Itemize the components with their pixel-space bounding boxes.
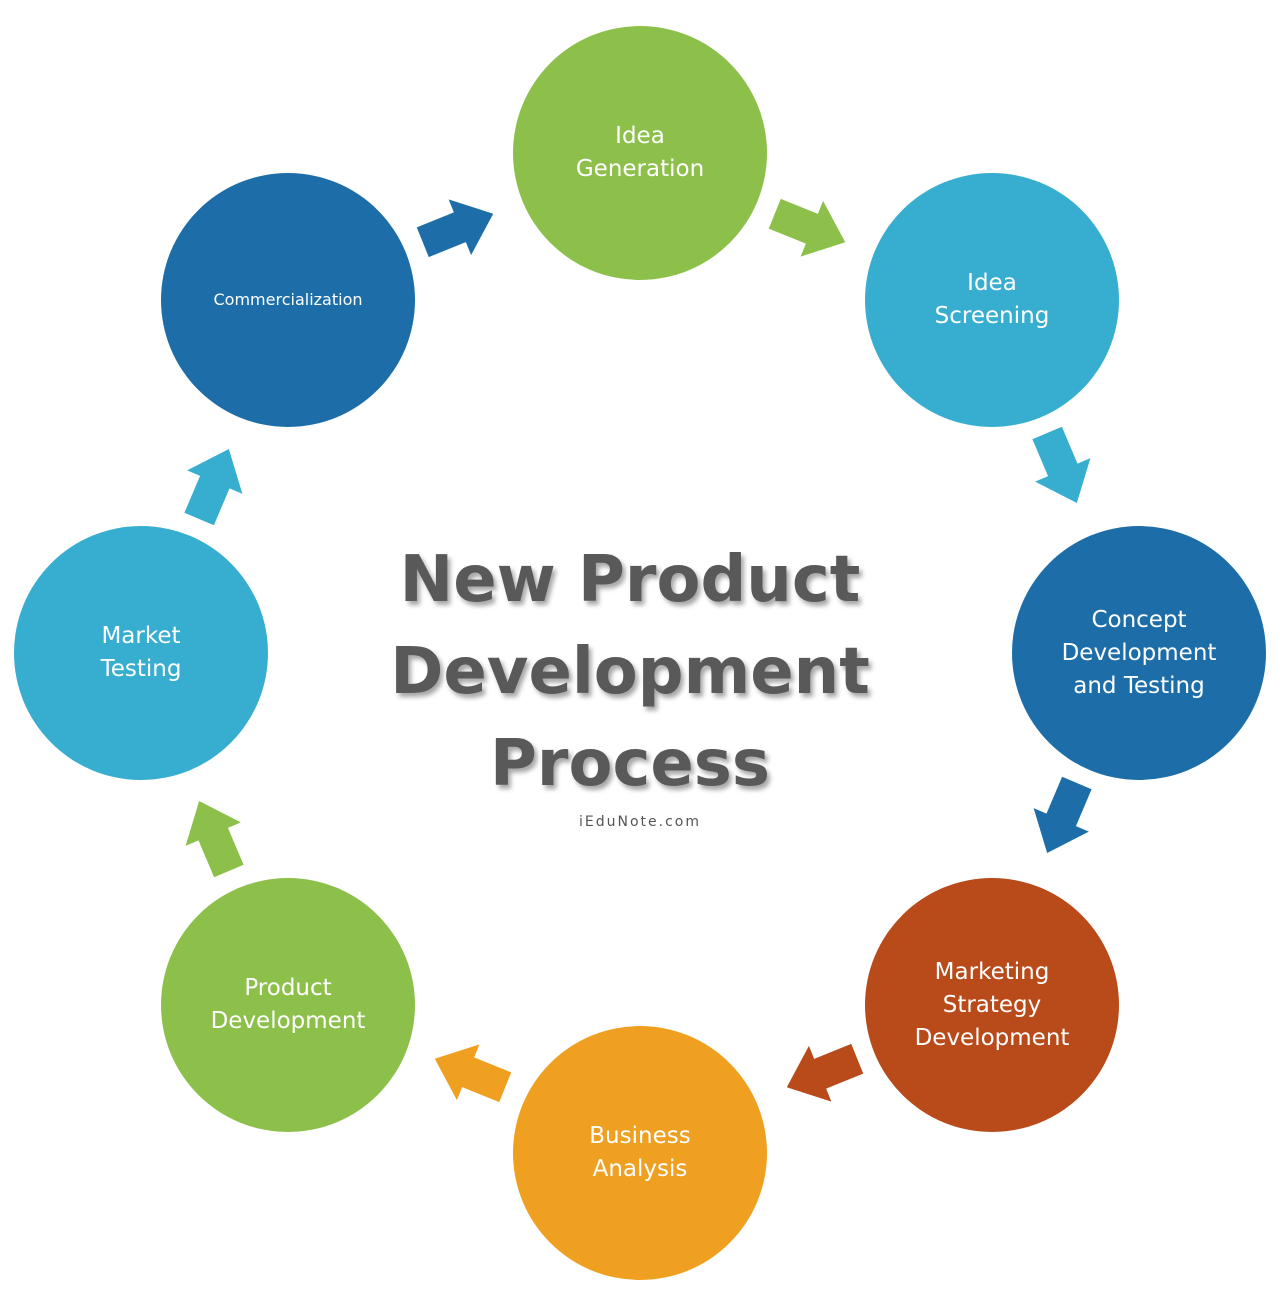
step-market-testing: Market Testing [14,526,268,780]
arrow-shape [1033,776,1092,853]
arrow-left-icon [776,1031,869,1115]
step-product-development: Product Development [161,878,415,1132]
step-label: Idea Generation [575,123,705,182]
step-label: Product Development [210,975,366,1034]
arrow-shape [434,1044,512,1103]
arrow-shape [416,199,494,258]
diagram-title: New Product Development Process [390,543,870,801]
step-concept-development-and-testing: Concept Development and Testing [1012,526,1266,780]
step-idea-screening: Idea Screening [865,173,1119,427]
step-idea-generation: Idea Generation [513,26,767,280]
watermark-text: iEduNote.com [579,814,701,830]
arrow-down-icon [1020,421,1105,514]
arrow-shape [768,198,846,257]
arrow-left-icon [424,1031,517,1115]
arrow-right-icon [412,186,505,270]
arrow-shape [1032,426,1091,503]
step-label: Business Analysis [589,1123,691,1182]
step-business-analysis: Business Analysis [513,1026,767,1280]
arrow-shape [184,449,243,526]
step-marketing-strategy-development: Marketing Strategy Development [865,878,1119,1132]
arrow-up-icon [172,789,257,882]
arrow-shape [786,1043,864,1102]
step-label: Marketing Strategy Development [914,958,1070,1051]
step-label: Commercialization [213,290,363,309]
arrow-right-icon [764,186,857,270]
arrow-up-icon [172,437,257,530]
step-label: Market Testing [100,623,182,682]
arrow-shape [185,801,244,878]
step-label: Concept Development and Testing [1061,606,1217,699]
arrow-down-icon [1020,771,1105,864]
step-label: Idea Screening [934,270,1050,329]
step-commercialization: Commercialization [161,173,415,427]
